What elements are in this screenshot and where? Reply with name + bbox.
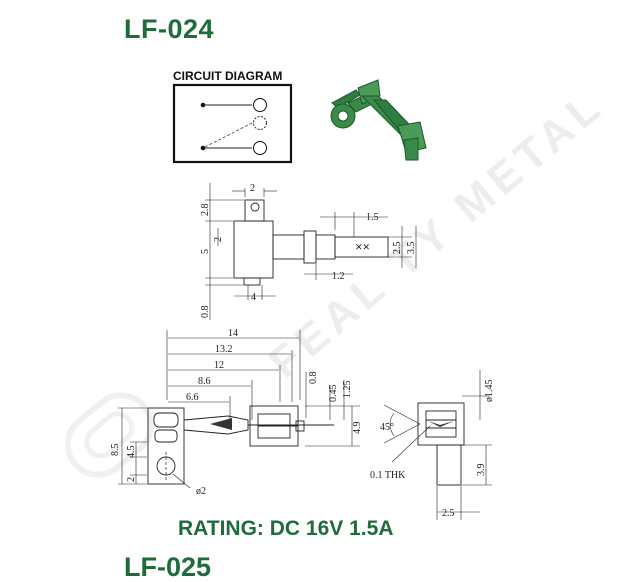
circuit-diagram-title: CIRCUIT DIAGRAM <box>173 69 282 83</box>
watermark-text: FEAL TY METAL <box>260 80 613 388</box>
dim-end-0-1thk: 0.1 THK <box>370 470 406 481</box>
part-number-title: LF-024 <box>124 14 215 44</box>
dim-top-2-left: 2 <box>213 237 224 242</box>
drawing-canvas: FEAL TY METAL CIRCUIT DIAGRAM 2 <box>64 69 613 520</box>
contact-nc <box>253 116 267 130</box>
contact-no <box>253 98 267 112</box>
dim-side-8-6: 8.6 <box>198 376 211 387</box>
dim-top-2-5: 2.5 <box>392 242 403 255</box>
dim-top-1-2: 1.2 <box>332 271 345 282</box>
dim-end-45deg: 45° <box>380 422 394 433</box>
part-marking: ✕✕ <box>355 242 370 252</box>
dim-top-3-5: 3.5 <box>406 242 417 255</box>
end-view-drawing: 45° 0.1 THK ø1.45 3.9 2.5 <box>370 370 495 520</box>
dim-side-phi2: ø2 <box>196 486 206 497</box>
dim-side-1-25: 1.25 <box>342 381 353 399</box>
dim-side-6-6: 6.6 <box>186 392 199 403</box>
side-view-drawing: 14 13.2 12 8.6 6.6 0.8 0.45 1.25 4.9 <box>110 328 363 497</box>
circuit-diagram: CIRCUIT DIAGRAM <box>172 69 293 164</box>
watermark: FEAL TY METAL <box>64 80 613 478</box>
contact-com <box>253 141 267 155</box>
dim-side-4-5: 4.5 <box>126 446 137 459</box>
dim-top-1-5: 1.5 <box>366 212 379 223</box>
dim-side-0-8: 0.8 <box>308 372 319 385</box>
dim-end-3-9: 3.9 <box>476 464 487 477</box>
dim-side-4-9: 4.9 <box>352 422 363 435</box>
dim-top-2-8: 2.8 <box>200 204 211 217</box>
circuit-diagram-frame <box>172 83 293 164</box>
dim-top-0-8: 0.8 <box>200 306 211 319</box>
dim-top-5: 5 <box>200 249 211 254</box>
part-illustration <box>330 79 427 161</box>
dim-end-phi1-45: ø1.45 <box>484 380 495 403</box>
dim-end-2-5: 2.5 <box>442 508 455 519</box>
dim-top-2: 2 <box>250 183 255 194</box>
dim-side-8-5: 8.5 <box>110 444 121 457</box>
dim-top-4: 4 <box>251 292 256 303</box>
dim-side-0-45: 0.45 <box>328 385 339 403</box>
dim-side-13-2: 13.2 <box>215 344 233 355</box>
dim-side-12: 12 <box>214 360 224 371</box>
dim-side-2: 2 <box>126 477 137 482</box>
dim-side-14: 14 <box>228 328 238 339</box>
top-view-drawing: 2 ✕✕ 4 2.8 2 5 0.8 1.5 1.2 2.5 3.5 <box>200 183 417 320</box>
rating-text: RATING: DC 16V 1.5A <box>178 517 394 540</box>
next-part-number: LF-025 <box>124 552 212 582</box>
